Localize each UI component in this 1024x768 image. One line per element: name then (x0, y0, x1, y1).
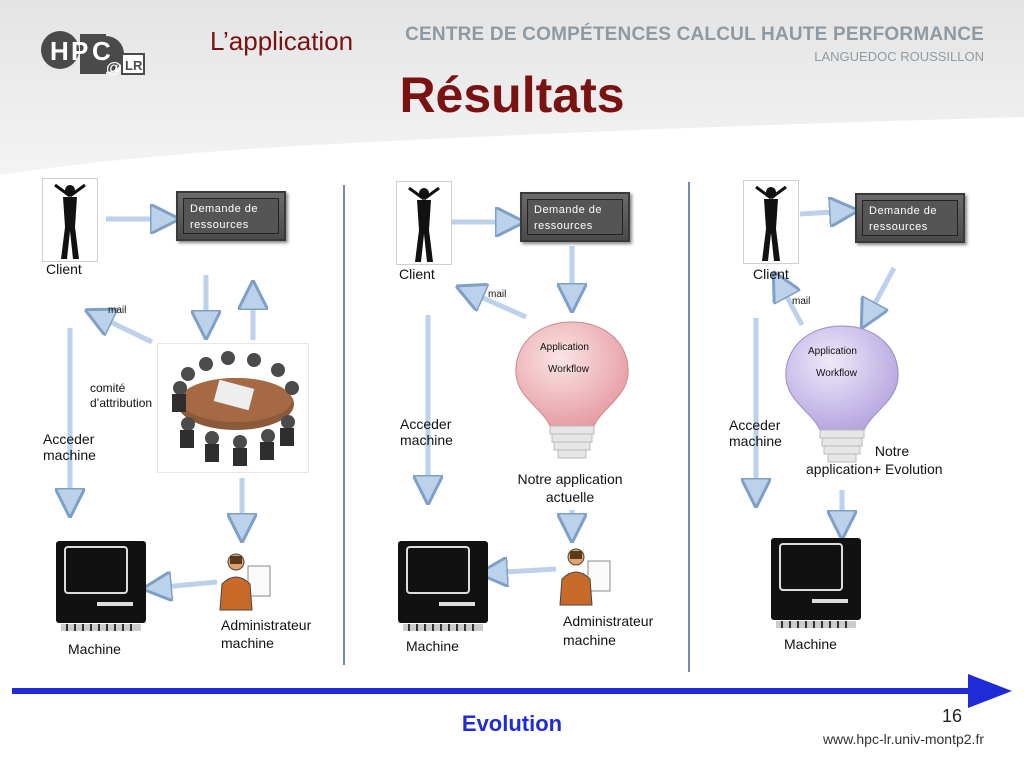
mail-label-3: mail (792, 296, 811, 307)
client-figure-2 (396, 181, 452, 265)
column-separator-1 (343, 185, 345, 665)
mail-label-1: mail (108, 305, 127, 316)
admin-label-1-line2: machine (221, 635, 274, 651)
access-label-2-line2: machine (400, 432, 453, 448)
hpc-lr-logo: H P C @ LR (40, 26, 146, 78)
admin-figure-1 (212, 550, 276, 614)
admin-label-1-line1: Administrateur (221, 617, 312, 633)
center-region: LANGUEDOC ROUSSILLON (814, 49, 984, 64)
request-text-line1: Demande de (869, 205, 937, 217)
request-text-line1: Demande de (534, 204, 602, 216)
request-text-line2: ressources (534, 220, 593, 232)
app-label-3-line2: application+ Evolution (806, 461, 943, 477)
access-label-1-line1: Acceder (43, 431, 95, 447)
svg-text:LR: LR (125, 58, 143, 73)
lightbulb-icon-2 (512, 318, 632, 468)
client-label-1: Client (46, 261, 82, 277)
access-label-3-line2: machine (729, 433, 782, 449)
svg-text:C: C (92, 36, 111, 66)
resource-request-box-1: Demande de ressources (176, 191, 286, 241)
column-separator-2 (688, 182, 690, 672)
bulb-label-3-line1: Application (808, 346, 857, 357)
machine-icon-1 (55, 540, 147, 632)
evolution-arrow (12, 674, 1012, 708)
svg-text:@: @ (106, 60, 122, 77)
evolution-label: Evolution (461, 711, 563, 736)
admin-figure-2 (552, 545, 616, 609)
app-label-2-line2: actuelle (545, 489, 595, 505)
header-band (0, 0, 1024, 181)
client-label-2: Client (399, 266, 435, 282)
admin-label-2-line2: machine (563, 632, 616, 648)
lightbulb-icon-3 (782, 322, 902, 472)
resource-request-box-3: Demande de ressources (855, 193, 965, 243)
slide-subtitle: L’application (210, 26, 354, 56)
machine-icon-2 (397, 540, 489, 632)
access-label-3-line1: Acceder (729, 417, 781, 433)
request-text-line2: ressources (869, 221, 928, 233)
center-name: CENTRE DE COMPÉTENCES CALCUL HAUTE PERFO… (405, 24, 984, 45)
svg-text:P: P (71, 36, 88, 66)
machine-label-2: Machine (406, 638, 459, 654)
mail-label-2: mail (488, 289, 507, 300)
admin-label-2-line1: Administrateur (563, 613, 654, 629)
request-text-line1: Demande de (190, 203, 258, 215)
resource-request-box-2: Demande de ressources (520, 192, 630, 242)
bulb-label-2-line1: Application (540, 342, 589, 353)
access-label-2-line1: Acceder (400, 416, 452, 432)
committee-label-line2: d’attribution (90, 396, 153, 410)
committee-meeting-image (157, 343, 309, 473)
access-label-1-line2: machine (43, 447, 96, 463)
client-label-3: Client (753, 266, 789, 282)
committee-label-line1: comité (90, 381, 126, 395)
bulb-label-2-line2: Workflow (548, 364, 589, 375)
footer-url: www.hpc-lr.univ-montp2.fr (822, 731, 984, 747)
page-number: 16 (941, 706, 962, 726)
machine-icon-3 (770, 537, 862, 629)
bulb-label-3-line2: Workflow (816, 368, 857, 379)
slide-title: Résultats (399, 67, 625, 123)
app-label-2-line1: Notre application (517, 471, 623, 487)
machine-label-1: Machine (68, 641, 121, 657)
svg-text:H: H (50, 36, 69, 66)
app-label-3-line1: Notre (874, 443, 910, 459)
machine-label-3: Machine (784, 636, 837, 652)
client-figure-1 (42, 178, 98, 262)
client-figure-3 (743, 180, 799, 264)
request-text-line2: ressources (190, 219, 249, 231)
